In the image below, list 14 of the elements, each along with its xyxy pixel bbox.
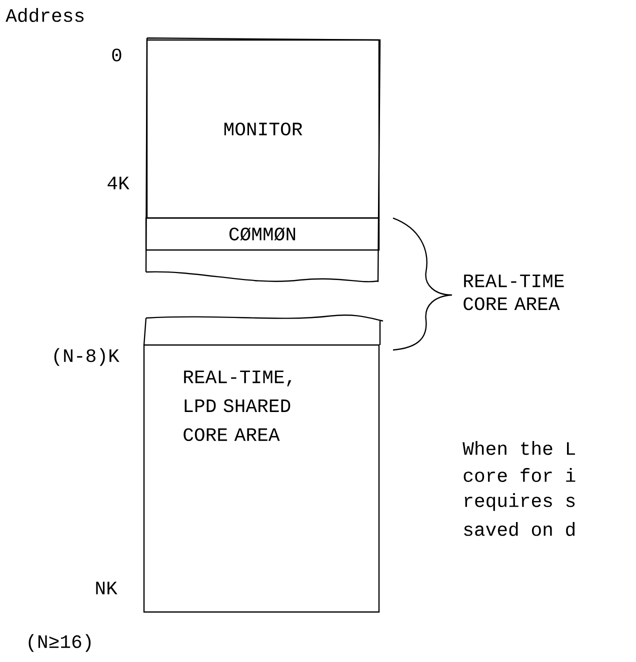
note-text: When the L — [462, 441, 575, 455]
axis-title: Address — [6, 8, 84, 22]
memory-region-box: MONITOR — [146, 39, 380, 219]
address-label: 0 — [112, 48, 122, 62]
address-label: (N-8)K — [54, 348, 120, 366]
address-label: 4K — [108, 176, 130, 190]
memory-band: CØMMØN — [145, 217, 380, 251]
address-label: NK — [96, 582, 118, 594]
brace-label: REAL-TIME CORE AREA — [464, 274, 564, 310]
note-text: requires s — [464, 493, 575, 511]
note-text: saved on d — [464, 522, 574, 536]
note-text: (N≥16) — [28, 634, 91, 652]
memory-region-box: REAL-TIME, LPD SHARED CORE AREA — [143, 344, 380, 613]
note-text: core for i — [464, 468, 576, 482]
